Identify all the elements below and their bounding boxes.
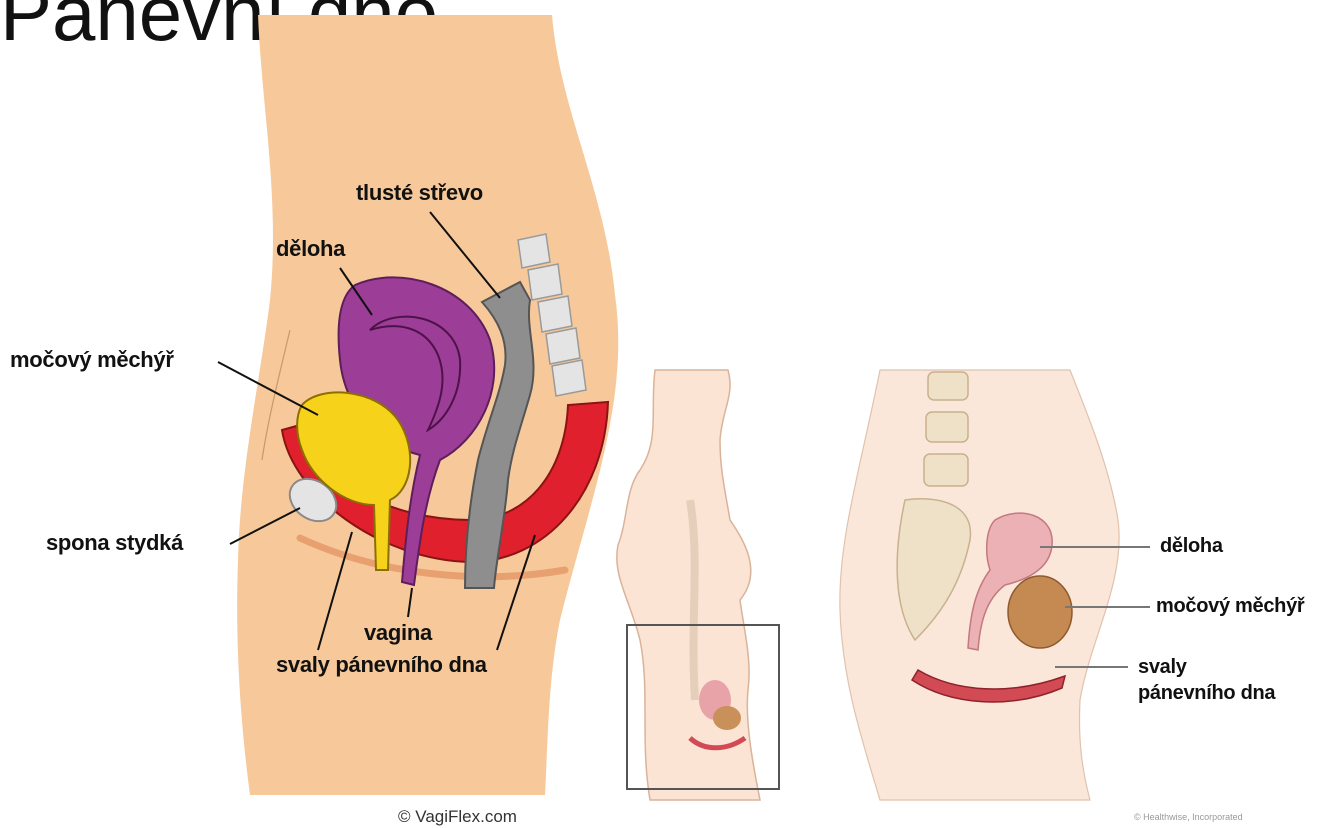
- right-sagittal-section: [840, 370, 1150, 800]
- label-pubic-bone: spona stydká: [46, 530, 183, 556]
- label-colon: tlusté střevo: [356, 180, 483, 206]
- label-right-pelvic-floor: svaly pánevního dna: [1138, 654, 1275, 706]
- credit-healthwise: © Healthwise, Incorporated: [1134, 812, 1243, 822]
- left-sagittal-section: [218, 15, 618, 795]
- torso-outline: [617, 370, 760, 800]
- label-uterus: děloha: [276, 236, 345, 262]
- credit-vagiflex: © VagiFlex.com: [398, 807, 517, 827]
- label-right-pelvic-floor-line2: pánevního dna: [1138, 680, 1275, 706]
- label-right-pelvic-floor-line1: svaly: [1138, 654, 1275, 680]
- label-bladder: močový měchýř: [10, 347, 174, 373]
- label-right-uterus: děloha: [1160, 535, 1223, 558]
- label-vagina: vagina: [364, 620, 432, 646]
- right-bladder: [1008, 576, 1072, 648]
- label-right-bladder: močový měchýř: [1156, 595, 1304, 618]
- label-pelvic-floor: svaly pánevního dna: [276, 652, 487, 678]
- middle-bladder: [713, 706, 741, 730]
- right-body-silhouette: [840, 370, 1119, 800]
- middle-body-figure: [617, 370, 779, 800]
- middle-spine: [690, 500, 695, 700]
